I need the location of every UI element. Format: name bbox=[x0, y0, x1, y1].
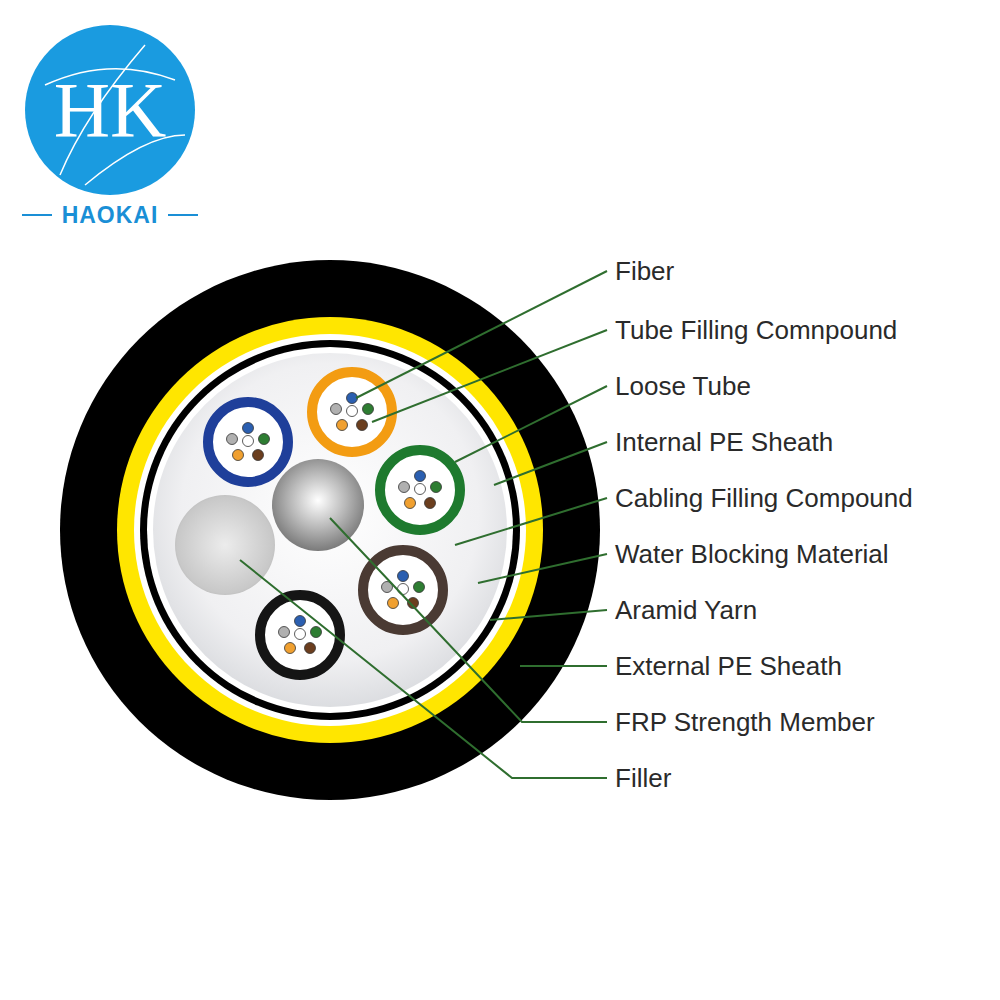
water-blocking-material bbox=[147, 347, 513, 713]
leader-lines bbox=[240, 271, 607, 778]
loose-tube bbox=[363, 550, 443, 630]
part-label: Filler bbox=[615, 762, 671, 794]
logo-circle: HK bbox=[25, 25, 195, 195]
part-label: Fiber bbox=[615, 255, 674, 287]
part-label: External PE Sheath bbox=[615, 650, 842, 682]
logo-rule bbox=[168, 214, 198, 216]
part-label: Cabling Filling Compound bbox=[615, 482, 913, 514]
water-blocking-gap bbox=[134, 334, 526, 726]
internal-pe-sheath bbox=[140, 340, 520, 720]
part-label: Internal PE Sheath bbox=[615, 426, 833, 458]
loose-tube bbox=[208, 402, 288, 482]
logo-letters: HK bbox=[25, 25, 195, 195]
loose-tube bbox=[380, 450, 460, 530]
part-label: Tube Filling Comnpound bbox=[615, 314, 897, 346]
brand-name: HAOKAI bbox=[62, 201, 159, 229]
logo-rule bbox=[22, 214, 52, 216]
frp-strength-member bbox=[272, 459, 364, 551]
part-label: FRP Strength Member bbox=[615, 706, 875, 738]
loose-tube bbox=[312, 372, 392, 452]
part-label: Aramid Yarn bbox=[615, 594, 757, 626]
filler bbox=[175, 495, 275, 595]
part-label: Loose Tube bbox=[615, 370, 751, 402]
cabling-filling-compound bbox=[153, 353, 507, 707]
part-label: Water Blocking Material bbox=[615, 538, 889, 570]
